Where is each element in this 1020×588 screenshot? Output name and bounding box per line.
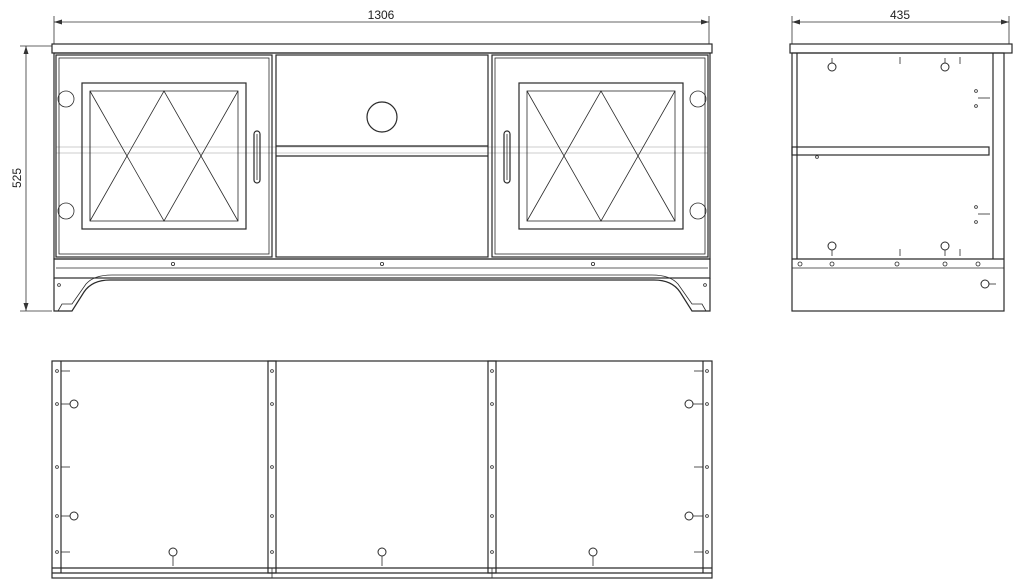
plinth [53,258,711,279]
plan-outline [51,360,713,579]
side-panel [791,52,1005,312]
hinge-circle [689,90,707,108]
depth-label: 435 [890,8,910,22]
side-shelf [791,146,990,156]
front-view: 1306 525 [10,8,713,312]
height-label: 525 [10,168,24,188]
hinge-circle [689,202,707,220]
left-door [55,54,273,258]
right-door [491,54,709,258]
side-top-board [789,43,1013,54]
width-dimension: 1306 [53,8,710,44]
width-label: 1306 [368,8,395,22]
skirting-arch [53,278,711,312]
left-handle [253,130,261,184]
depth-dimension: 435 [791,8,1010,44]
side-view: 435 [789,8,1013,312]
plan-view [51,360,713,579]
right-handle [503,130,511,184]
cable-hole [366,101,398,133]
hinge-circle [57,202,75,220]
hinge-circle [57,90,75,108]
middle-compartment [275,54,489,258]
top-board [51,43,713,54]
height-dimension: 525 [10,45,52,312]
